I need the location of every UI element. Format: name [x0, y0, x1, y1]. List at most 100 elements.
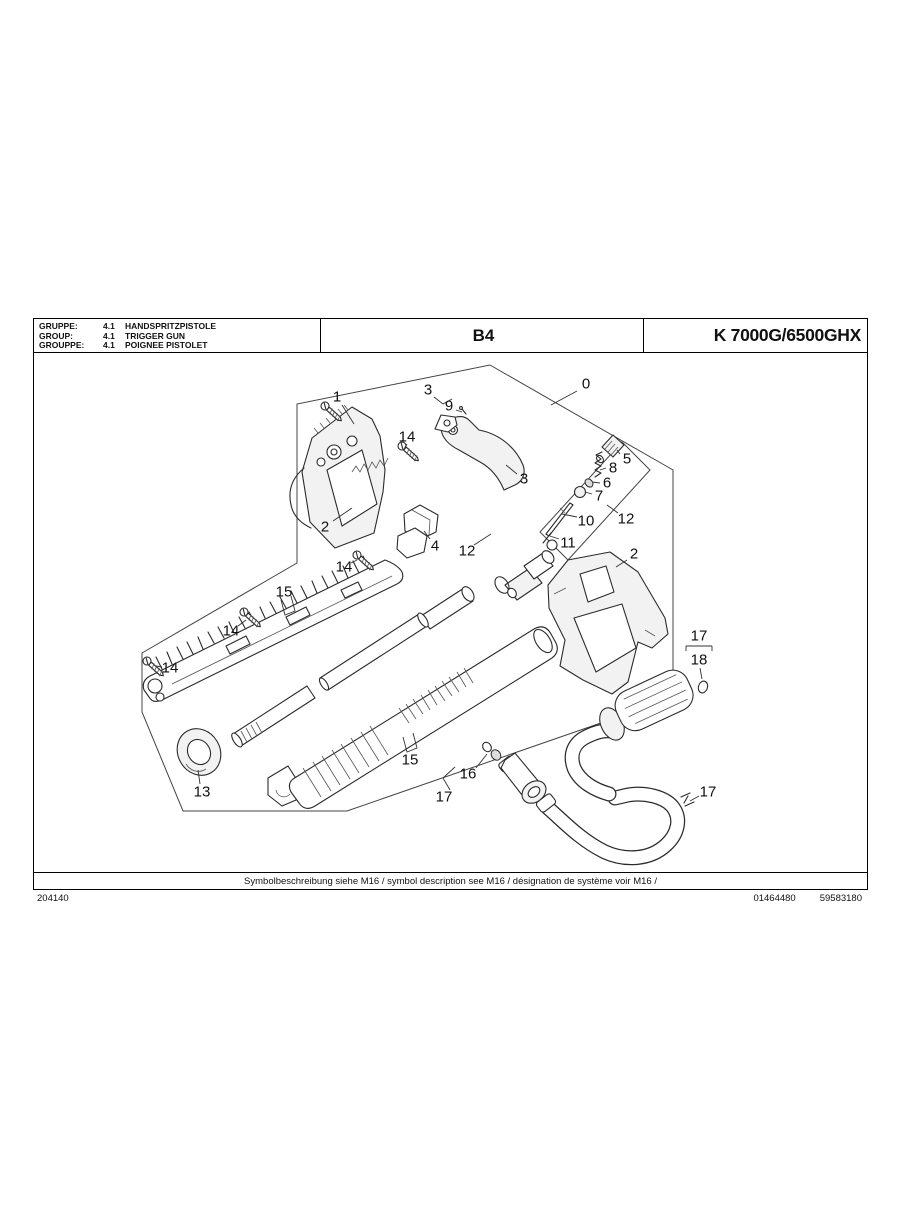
group-row-de: GRUPPE: 4.1 HANDSPRITZPISTOLE	[39, 321, 320, 332]
clip-symbol-15b	[402, 732, 418, 753]
ref-number-2: 59583180	[819, 893, 862, 904]
high-pressure-hose	[540, 723, 695, 866]
group-name: HANDSPRITZPISTOLE	[125, 321, 216, 331]
symbol-note: Symbolbeschreibung siehe M16 / symbol de…	[34, 872, 867, 889]
callout-16: 16	[460, 766, 477, 783]
callout-leader-12	[473, 533, 492, 546]
callout-leader-10	[561, 513, 578, 518]
callout-leader-2	[615, 559, 628, 568]
housing-shell-left	[289, 404, 389, 549]
barrel-tube	[267, 626, 558, 809]
callout-leader-3	[505, 464, 518, 475]
callout-14: 14	[223, 623, 240, 640]
callout-10: 10	[578, 513, 595, 530]
reference-numbers: 01464480 59583180	[753, 893, 862, 904]
callout-leader-11	[549, 535, 560, 540]
callout-0: 0	[582, 376, 590, 393]
callout-leader-14	[350, 559, 358, 564]
spring-8	[594, 451, 603, 478]
group-label: GROUP:	[39, 330, 73, 341]
spring-detail	[351, 457, 389, 473]
o-ring-18	[697, 680, 709, 694]
callout-4: 4	[431, 538, 439, 555]
callout-1: 1	[333, 389, 341, 406]
callout-leader-12	[606, 504, 619, 514]
group-label: GRUPPE:	[39, 321, 78, 331]
callout-leader-17	[442, 766, 456, 791]
group-row-en: GROUP: 4.1 TRIGGER GUN	[39, 330, 320, 342]
group-row-fr: GROUPPE: 4.1 POIGNEE PISTOLET	[39, 341, 320, 351]
ring-nut	[176, 728, 222, 776]
clip-symbol-15a	[280, 595, 296, 616]
needle-10	[545, 502, 574, 537]
ref-number-1: 01464480	[753, 893, 796, 904]
callout-6: 6	[603, 475, 611, 492]
washer-6	[584, 478, 594, 488]
pin-11	[542, 532, 552, 544]
callout-leader-14	[403, 443, 408, 450]
callout-leader-0	[550, 390, 578, 406]
barrel-ribs-middle	[398, 667, 474, 724]
callout-11: 11	[560, 535, 576, 552]
callout-17: 17	[700, 784, 717, 801]
callout-leader-5	[616, 449, 621, 455]
title-block: GRUPPE: 4.1 HANDSPRITZPISTOLE GROUP: 4.1…	[34, 319, 867, 353]
callout-leader-3	[433, 396, 453, 405]
callout-13: 13	[194, 784, 211, 801]
group-labels: GRUPPE: 4.1 HANDSPRITZPISTOLE GROUP: 4.1…	[34, 319, 321, 352]
clamp-blocks	[396, 504, 439, 559]
callout-leader-13	[197, 769, 201, 785]
hose-fitting	[482, 741, 557, 813]
hose-break-mark	[680, 792, 695, 807]
valve-parts	[542, 434, 625, 544]
callout-leader-14	[237, 619, 247, 627]
document-number: 204140	[37, 893, 69, 904]
callout-18: 18	[691, 652, 708, 669]
callout-5: 5	[623, 451, 631, 468]
swivel-elbow	[420, 539, 558, 630]
ball-7	[573, 485, 587, 499]
callout-12: 12	[618, 511, 635, 528]
group-label: GROUPPE:	[39, 340, 85, 351]
callout-leader-18	[699, 667, 703, 680]
group-number: 4.1	[103, 321, 115, 331]
trigger-gun-right	[547, 551, 669, 695]
group-name: POIGNEE PISTOLET	[125, 340, 208, 351]
barrel-ribs-left	[302, 725, 389, 798]
lance-tube	[231, 612, 429, 748]
callout-7: 7	[595, 488, 603, 505]
callout-14: 14	[336, 559, 353, 576]
group-number: 4.1	[103, 340, 115, 351]
callout-leader-1	[341, 404, 355, 425]
callout-8: 8	[609, 460, 617, 477]
sheet-code: B4	[472, 325, 495, 345]
callout-leader-17	[689, 795, 700, 802]
callout-leader-8	[599, 467, 607, 471]
hose-grip	[599, 669, 694, 741]
callout-leader-2	[332, 507, 353, 522]
drawing-frame: GRUPPE: 4.1 HANDSPRITZPISTOLE GROUP: 4.1…	[33, 318, 868, 890]
bracket-17-18	[685, 645, 713, 651]
pin-9	[461, 408, 467, 415]
rail	[142, 555, 404, 703]
callout-17: 17	[436, 789, 453, 806]
callout-9: 9	[445, 398, 453, 415]
o-ring-16	[482, 741, 492, 753]
callout-leader-14	[155, 665, 163, 668]
callout-leader-7	[584, 491, 593, 495]
callout-leader-16	[475, 753, 488, 769]
washer-16	[490, 749, 502, 761]
callout-3: 3	[520, 471, 528, 488]
model-title: K 7000G/6500GHX	[643, 319, 867, 352]
boundary-outline	[141, 364, 674, 812]
callout-leader-9	[455, 409, 463, 413]
callout-12: 12	[459, 543, 476, 560]
group-number: 4.1	[103, 330, 115, 341]
callout-2: 2	[630, 546, 638, 563]
callout-17: 17	[691, 628, 708, 645]
trigger-lever	[434, 406, 525, 491]
callout-2: 2	[321, 519, 329, 536]
callout-leader-4	[423, 530, 431, 540]
